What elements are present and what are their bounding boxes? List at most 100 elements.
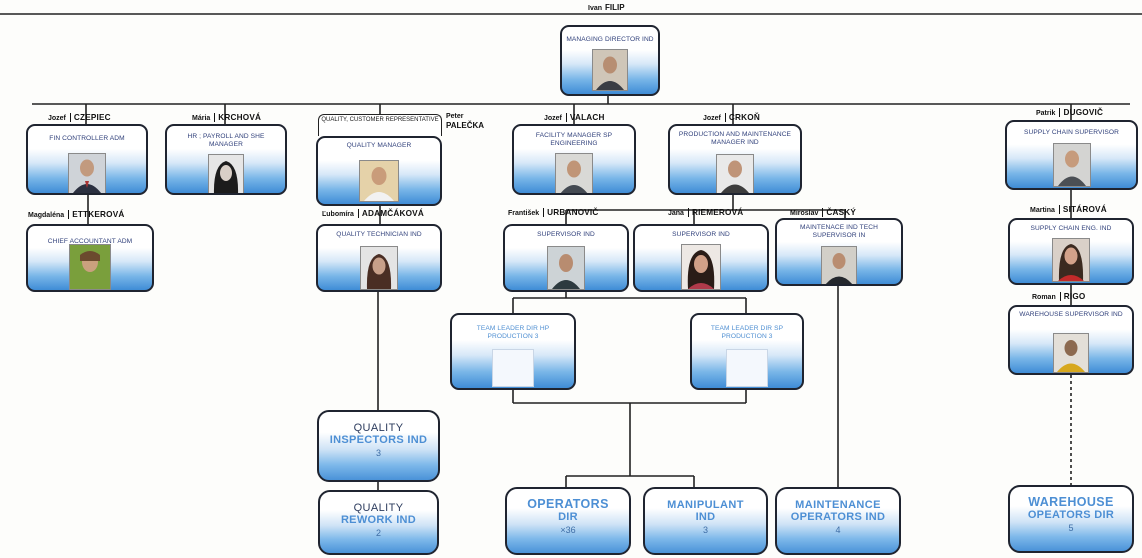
person-last-name: RIEMEROVÁ <box>687 208 744 217</box>
team-quality-rework[interactable]: QUALITY REWORK IND 2 <box>318 490 439 555</box>
job-title: CHIEF ACCOUNTANT ADM <box>47 238 133 245</box>
job-title: TEAM LEADER DIR SP PRODUCTION 3 <box>710 325 784 340</box>
person-photo <box>1052 238 1090 282</box>
team-manipulant[interactable]: MANIPULANT IND 3 <box>643 487 768 555</box>
person-last-name: RIGO <box>1059 292 1086 301</box>
person-last-name: VALACH <box>565 113 605 122</box>
person-photo <box>1053 333 1089 373</box>
org-node-quality-manager[interactable]: QUALITY MANAGER <box>316 136 442 206</box>
job-title: MANAGING DIRECTOR IND <box>566 36 654 43</box>
team-name-line1: MANIPULANT <box>667 499 744 511</box>
team-count: 2 <box>375 528 381 538</box>
org-node-fin-controller[interactable]: FIN CONTROLLER ADM <box>26 124 148 195</box>
job-title: QUALITY TECHNICIAN IND <box>336 231 422 238</box>
job-title: SUPPLY CHAIN ENG. IND <box>1030 225 1112 232</box>
team-name-line1: MAINTENANCE <box>795 499 881 511</box>
org-node-team-leader-hp[interactable]: TEAM LEADER DIR HP PRODUCTION 3 <box>450 313 576 390</box>
team-count: 3 <box>375 448 381 458</box>
person-last-name: PALEČKA <box>446 121 485 131</box>
team-count: 4 <box>835 525 841 535</box>
person-first-name: Jozef <box>544 115 562 122</box>
job-title: FIN CONTROLLER ADM <box>49 135 125 142</box>
team-name-line1: WAREHOUSE <box>1028 495 1114 509</box>
job-title: SUPERVISOR IND <box>672 231 730 238</box>
org-node-managing-director[interactable]: MANAGING DIRECTOR IND <box>560 25 660 96</box>
person-first-name: Magdaléna <box>28 212 65 219</box>
team-name-line2: INSPECTORS IND <box>329 434 428 446</box>
team-name-line2: REWORK IND <box>340 514 417 526</box>
team-quality-inspectors[interactable]: QUALITY INSPECTORS IND 3 <box>317 410 440 482</box>
person-last-name: ČASKÝ <box>822 208 857 217</box>
org-node-warehouse-supervisor[interactable]: WAREHOUSE SUPERVISOR IND <box>1008 305 1134 375</box>
person-photo <box>547 246 585 290</box>
photo-placeholder <box>726 349 768 387</box>
person-photo <box>360 246 398 290</box>
team-operators[interactable]: OPERATORS DIR ×36 <box>505 487 631 555</box>
team-count: 3 <box>702 525 708 535</box>
person-photo <box>208 154 244 193</box>
org-node-supervisor-2[interactable]: SUPERVISOR IND <box>633 224 769 292</box>
person-photo <box>1052 143 1091 187</box>
job-title: SUPERVISOR IND <box>537 231 595 238</box>
person-first-name: Ľubomíra <box>322 211 354 218</box>
person-last-name: CRKOŇ <box>724 113 760 122</box>
team-name-line1: QUALITY <box>353 502 404 514</box>
person-last-name: URBANOVIČ <box>543 208 599 217</box>
job-title: SUPPLY CHAIN SUPERVISOR <box>1023 129 1119 136</box>
person-photo <box>68 153 106 193</box>
person-last-name: FILIP <box>605 3 625 12</box>
team-maintenance-operators[interactable]: MAINTENANCE OPERATORS IND 4 <box>775 487 901 555</box>
team-warehouse-operators[interactable]: WAREHOUSE OPEATORS DIR 5 <box>1008 485 1134 553</box>
person-last-name: SITÁROVÁ <box>1058 205 1107 214</box>
job-title: MAINTENACE IND TECH SUPERVISOR IN <box>800 224 878 239</box>
org-node-team-leader-sp[interactable]: TEAM LEADER DIR SP PRODUCTION 3 <box>690 313 804 390</box>
job-title: TEAM LEADER DIR HP PRODUCTION 3 <box>476 325 550 340</box>
job-title: PRODUCTION AND MAINTENANCE MANAGER IND <box>678 131 792 146</box>
org-node-maintenance-supervisor[interactable]: MAINTENACE IND TECH SUPERVISOR IN <box>775 218 903 286</box>
org-node-hr-manager[interactable]: HR ; PAYROLL AND SHE MANAGER <box>165 124 287 195</box>
person-first-name: Jana <box>668 210 684 217</box>
job-title: FACILITY MANAGER SP ENGINEERING <box>535 132 613 147</box>
person-last-name: DUGOVIČ <box>1059 108 1104 117</box>
org-node-production-manager[interactable]: PRODUCTION AND MAINTENANCE MANAGER IND <box>668 124 802 195</box>
person-first-name: Ivan <box>588 5 603 12</box>
team-count: 5 <box>1068 523 1074 533</box>
person-first-name: František <box>508 210 540 217</box>
team-name-line1: QUALITY <box>353 422 404 434</box>
person-first-name: Jozef <box>703 115 721 122</box>
person-photo <box>821 246 857 284</box>
org-node-quality-technician[interactable]: QUALITY TECHNICIAN IND <box>316 224 442 292</box>
person-last-name: ETTKEROVÁ <box>68 210 125 219</box>
org-node-chief-accountant[interactable]: CHIEF ACCOUNTANT ADM <box>26 224 154 292</box>
person-photo <box>716 154 754 193</box>
job-title: QUALITY MANAGER <box>346 142 412 149</box>
person-first-name: Jozef <box>48 115 66 122</box>
person-first-name: Patrik <box>1036 110 1056 117</box>
org-node-supply-chain-engineer[interactable]: SUPPLY CHAIN ENG. IND <box>1008 218 1134 285</box>
person-photo <box>555 153 593 193</box>
org-node-supervisor-1[interactable]: SUPERVISOR IND <box>503 224 629 292</box>
org-node-facility-manager[interactable]: FACILITY MANAGER SP ENGINEERING <box>512 124 636 195</box>
person-photo <box>359 160 399 202</box>
person-photo <box>592 49 628 91</box>
team-name-line2: DIR <box>558 511 578 523</box>
person-photo <box>69 244 111 290</box>
person-first-name: Mária <box>192 115 211 122</box>
team-count: ×36 <box>560 525 576 535</box>
person-first-name: Miroslav <box>790 210 819 217</box>
org-node-supply-chain-supervisor[interactable]: SUPPLY CHAIN SUPERVISOR <box>1005 120 1138 190</box>
team-name-line2: OPERATORS IND <box>790 511 886 523</box>
person-last-name: ADAMČÁKOVÁ <box>357 209 424 218</box>
team-name-line1: OPERATORS <box>527 497 609 511</box>
